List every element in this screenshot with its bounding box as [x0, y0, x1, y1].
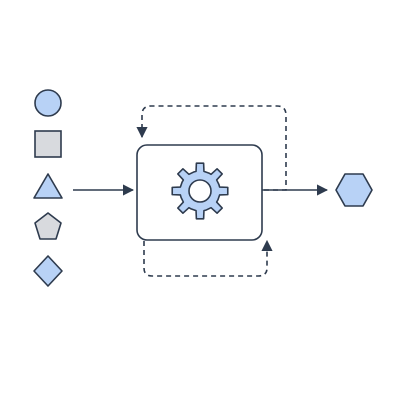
square-icon	[34, 130, 62, 158]
top-feedback-loop	[136, 105, 287, 191]
input-shapes	[33, 89, 63, 287]
gear-icon	[171, 162, 229, 220]
hexagon-icon	[335, 173, 373, 207]
triangle-icon	[33, 173, 63, 199]
diamond-icon	[33, 255, 63, 287]
pentagon-icon	[34, 212, 62, 240]
circle-icon	[34, 89, 62, 117]
bottom-feedback-loop	[143, 239, 273, 277]
